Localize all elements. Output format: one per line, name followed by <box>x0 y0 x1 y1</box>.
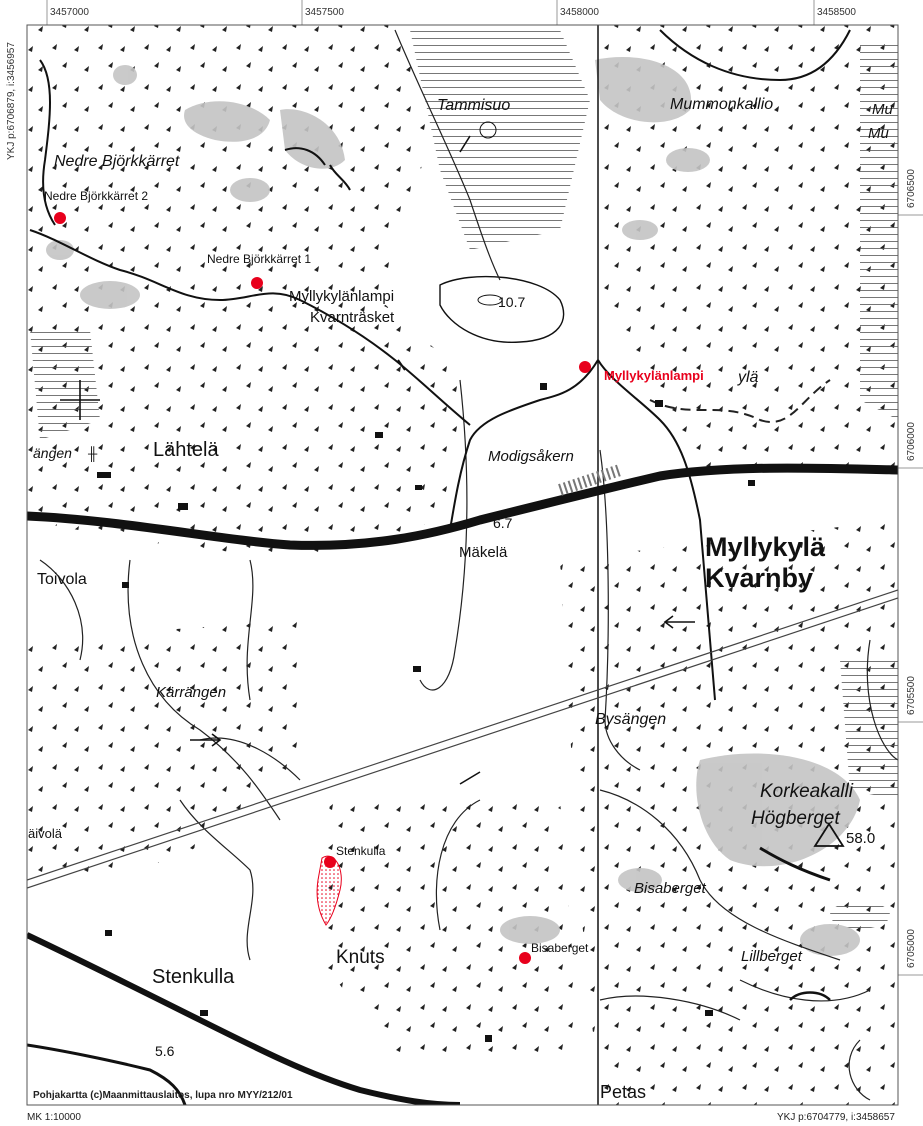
place-name: Myllykylä <box>705 532 826 562</box>
place-name: Lillberget <box>741 948 803 965</box>
place-name: Högberget <box>751 808 840 829</box>
marsh-areas <box>30 30 898 929</box>
place-name: Kvarnby <box>705 563 813 593</box>
place-name: Lähtelä <box>153 439 219 461</box>
coord-end-label: YKJ p:6704779, i:3458657 <box>777 1112 895 1123</box>
site-label: Nedre Björkkärret 2 <box>44 189 148 203</box>
place-name: äivolä <box>28 826 63 841</box>
main-road <box>27 463 898 550</box>
place-name: Mu <box>868 125 889 142</box>
place-name: Nedre Björkkärret <box>54 153 180 170</box>
place-name: ylä <box>737 369 759 386</box>
place-name: Kvarnträsket <box>310 309 395 326</box>
coord-y-tick: 6705000 <box>906 929 917 968</box>
place-names: Nedre Björkkärret Tammisuo Mummonkallio … <box>28 96 893 1102</box>
spot-height: 58.0 <box>846 830 875 847</box>
top-coordinate-bar: 3457000 3457500 3458000 3458500 <box>0 0 923 26</box>
coord-y-tick: 6705500 <box>906 676 917 715</box>
place-name: ängen <box>33 445 72 461</box>
buildings <box>97 383 755 1042</box>
site-marker[interactable] <box>519 952 531 964</box>
place-name: Mu <box>872 101 893 118</box>
place-name: Mummonkallio <box>670 96 773 113</box>
place-name: Myllykylänlampi <box>289 288 394 305</box>
place-name: Toivola <box>37 571 87 588</box>
site-label: Bisaberget <box>531 941 589 955</box>
coord-origin-label: YKJ p:6706879, i:3456957 <box>6 42 17 160</box>
streams <box>29 29 851 701</box>
tracks-and-parcels <box>39 29 898 1101</box>
map-symbols <box>60 135 845 1001</box>
site-markers <box>54 212 591 964</box>
site-marker[interactable] <box>579 361 591 373</box>
coord-x-tick: 3457000 <box>50 7 89 18</box>
place-name: Tammisuo <box>437 97 510 114</box>
site-label: Nedre Björkkärret 1 <box>207 252 311 266</box>
place-name: Bisaberget <box>634 880 707 897</box>
coord-x-tick: 3458500 <box>817 7 856 18</box>
site-marker[interactable] <box>251 277 263 289</box>
map-canvas[interactable]: Nedre Björkkärret 2 Nedre Björkkärret 1 … <box>27 25 898 1105</box>
copyright-notice: Pohjakartta (c)Maanmittauslaitos, lupa n… <box>33 1090 293 1101</box>
site-label-highlighted: Myllykylänlampi <box>604 368 704 383</box>
place-name: Modigsåkern <box>488 448 574 465</box>
site-marker[interactable] <box>324 856 336 868</box>
coord-y-tick: 6706000 <box>906 422 917 461</box>
place-name: Petas <box>600 1082 646 1102</box>
cliff-hatching <box>284 147 351 191</box>
site-label: Stenkulla <box>336 844 386 858</box>
coord-x-tick: 3458000 <box>560 7 599 18</box>
site-marker[interactable] <box>54 212 66 224</box>
right-coordinate-bar: 6706500 6706000 6705500 6705000 <box>897 25 923 1105</box>
site-labels: Nedre Björkkärret 2 Nedre Björkkärret 1 … <box>44 189 704 955</box>
spot-height: 5.6 <box>155 1043 175 1059</box>
spot-height: 10.7 <box>498 294 525 310</box>
railway <box>27 589 898 889</box>
place-name: Stenkulla <box>152 966 235 988</box>
triangulation-point-symbol <box>813 822 845 847</box>
crossroads-symbol <box>60 380 100 420</box>
spot-height: 6.7 <box>493 515 513 531</box>
coord-x-tick: 3457500 <box>305 7 344 18</box>
church-icon: ╫ <box>87 446 98 462</box>
place-name: Knuts <box>336 947 385 968</box>
place-name: Kärrängen <box>156 684 226 701</box>
coord-y-tick: 6706500 <box>906 169 917 208</box>
southern-road <box>27 932 461 1105</box>
lake <box>439 121 565 343</box>
scale-label: MK 1:10000 <box>27 1112 81 1123</box>
place-name: Bysängen <box>595 711 666 728</box>
place-name: Korkeakalli <box>760 781 854 802</box>
map-neatline <box>26 24 899 1106</box>
place-name: Mäkelä <box>459 544 508 561</box>
footer-bar: MK 1:10000 YKJ p:6704779, i:3458657 <box>27 1112 895 1123</box>
left-coordinate-bar: YKJ p:6706879, i:3456957 <box>6 25 28 1105</box>
